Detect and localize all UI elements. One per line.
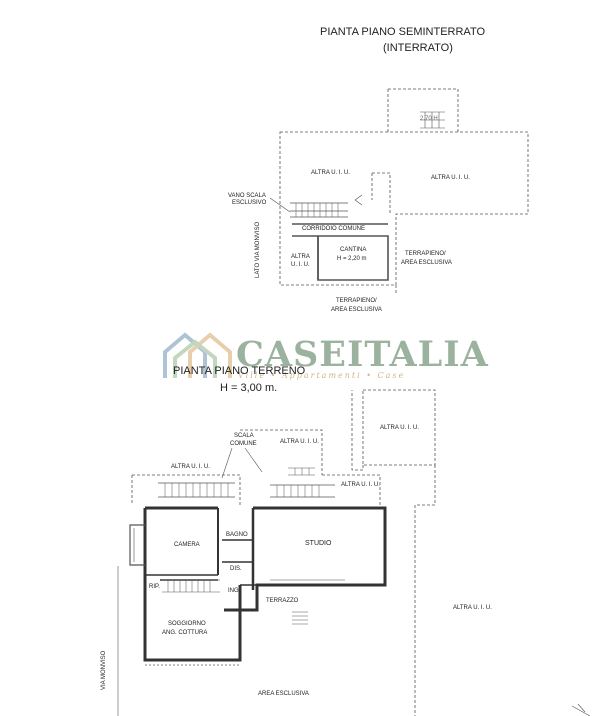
basement-terrapieno-bottom-2: AREA ESCLUSIVA — [331, 307, 382, 313]
room-terrazzo: TERRAZZO — [266, 598, 299, 604]
room-dis: DIS. — [230, 566, 242, 572]
basement-stair-mark: 2.70 H — [420, 116, 438, 122]
basement-vano-scala: VANO SCALA — [228, 193, 266, 199]
ground-area-esclusiva: AREA ESCLUSIVA — [258, 691, 309, 697]
basement-cantina-height: H = 2,20 m — [337, 256, 367, 262]
ground-title: PIANTA PIANO TERRENO — [173, 365, 306, 377]
basement-altra-small: ALTRA — [291, 254, 310, 260]
room-ing: ING. — [228, 588, 241, 594]
basement-altra-small-2: U. I. U. — [291, 262, 310, 268]
ground-altra-top-mid: ALTRA U. I. U. — [280, 439, 319, 445]
ground-height: H = 3,00 m. — [220, 382, 278, 394]
basement-corridoio: CORRIDOIO COMUNE — [302, 226, 365, 232]
ground-scala-comune: SCALA — [234, 433, 254, 439]
room-soggiorno-2: ANG. COTTURA — [162, 630, 208, 636]
ground-altra-stair: ALTRA U. I. U. — [341, 482, 380, 488]
basement-terrapieno-bottom: TERRAPIENO/ — [336, 298, 377, 304]
basement-vano-scala-2: ESCLUSIVO — [232, 200, 267, 206]
ground-scala-comune-2: COMUNE — [230, 441, 257, 447]
basement-terrapieno-right-2: AREA ESCLUSIVA — [401, 260, 452, 266]
room-bagno: BAGNO — [226, 532, 248, 538]
room-soggiorno: SOGGIORNO — [168, 621, 206, 627]
basement-altra-right: ALTRA U. I. U. — [431, 175, 470, 181]
ground-altra-bottom-right: ALTRA U. I. U. — [453, 605, 492, 611]
basement-lato-via: LATO VIA MONVISO — [255, 221, 261, 278]
basement-title: PIANTA PIANO SEMINTERRATO — [320, 26, 486, 38]
room-studio: STUDIO — [305, 540, 332, 547]
watermark-tagline: Ville • Appartamenti • Case — [238, 371, 406, 380]
ground-plan — [117, 389, 591, 716]
room-camera: CAMERA — [174, 542, 200, 548]
ground-altra-top-right: ALTRA U. I. U. — [380, 425, 419, 431]
basement-terrapieno-right: TERRAPIENO/ — [405, 251, 446, 257]
watermark-brand: CASEITALIA — [236, 334, 489, 375]
ground-via-monviso: VIA MONVISO — [101, 650, 107, 690]
basement-altra-left: ALTRA U. I. U. — [311, 170, 350, 176]
ground-altra-left: ALTRA U. I. U. — [171, 464, 210, 470]
room-rip: RIP. — [149, 584, 160, 590]
basement-plan — [269, 88, 529, 293]
basement-subtitle: (INTERRATO) — [383, 42, 453, 54]
watermark-logo-icon — [163, 332, 232, 378]
basement-cantina: CANTINA — [340, 247, 367, 253]
